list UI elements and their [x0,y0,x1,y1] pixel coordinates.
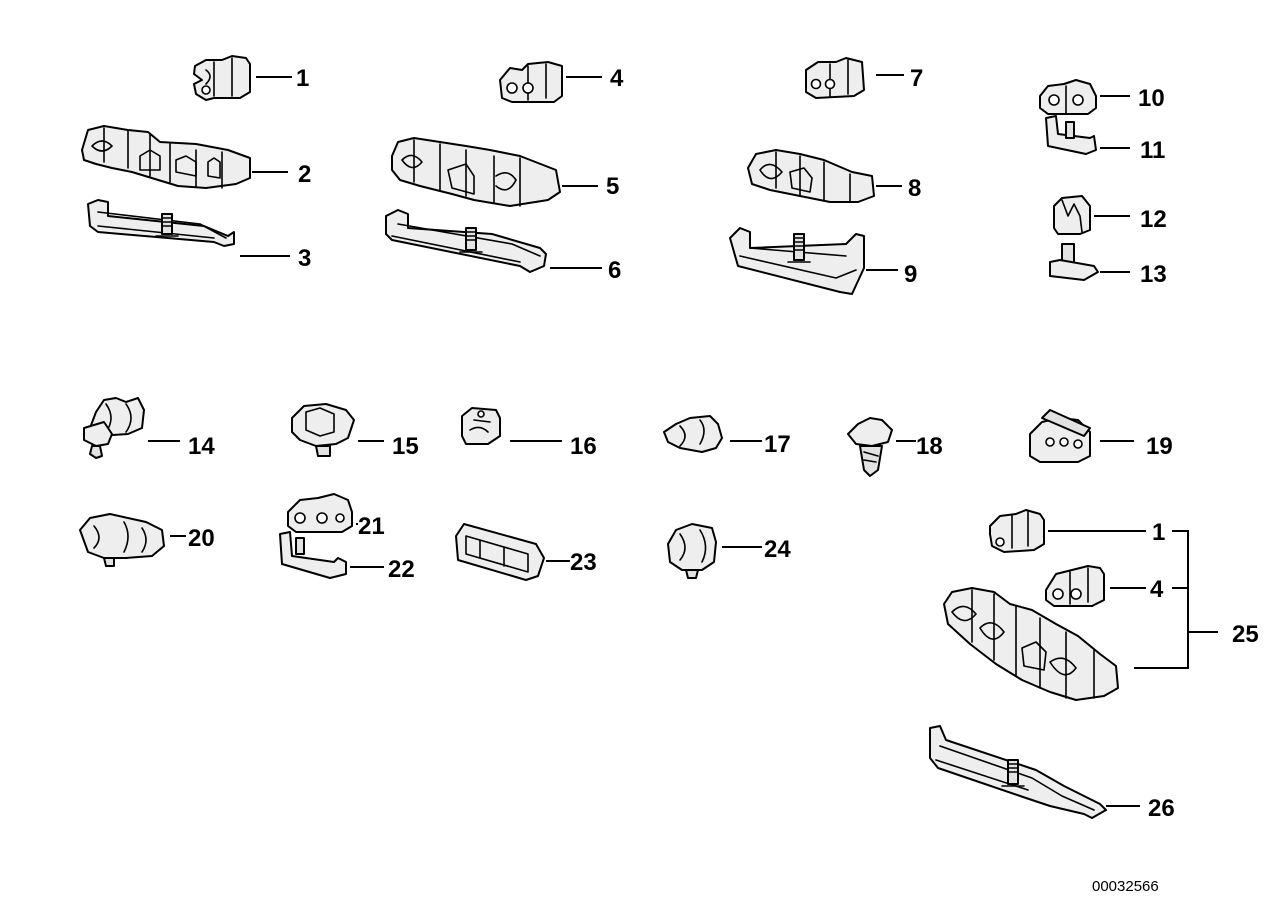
callout-15[interactable]: 15 [392,433,419,460]
part-6-base-plate[interactable] [385,209,547,273]
callout-25[interactable]: 25 [1232,621,1259,648]
part-4-double-clip[interactable] [499,61,563,103]
part-26-base-plate[interactable] [929,725,1107,819]
callout-21[interactable]: 21 [358,513,385,540]
callout-1[interactable]: 1 [296,65,309,92]
document-number: 00032566 [1092,878,1159,895]
part-1b-small-clip[interactable] [989,509,1045,553]
leader-lines [148,74,1218,807]
callout-4b[interactable]: 4 [1150,576,1164,603]
callout-labels: 1 2 3 4 5 6 7 8 9 10 11 12 13 14 15 16 1… [188,65,1259,822]
part-19-hinged-clip[interactable] [1029,409,1091,463]
part-11-bracket-base[interactable] [1045,115,1097,155]
callout-24[interactable]: 24 [764,536,791,563]
part-5-clip-holder[interactable] [391,137,561,207]
callout-2[interactable]: 2 [298,161,311,188]
callout-14[interactable]: 14 [188,433,215,460]
callout-4[interactable]: 4 [610,65,624,92]
callout-18[interactable]: 18 [916,433,943,460]
part-1-small-clip[interactable] [193,55,251,101]
part-16-cube-clip[interactable] [461,407,501,445]
callout-20[interactable]: 20 [188,525,215,552]
callout-12[interactable]: 12 [1140,206,1167,233]
callout-26[interactable]: 26 [1148,795,1175,822]
callout-19[interactable]: 19 [1146,433,1173,460]
part-23-sleeve[interactable] [455,523,545,581]
part-14-clip-with-push-pin[interactable] [83,397,145,459]
callout-16[interactable]: 16 [570,433,597,460]
part-4b-double-clip[interactable] [1045,565,1105,607]
callout-7[interactable]: 7 [910,65,923,92]
part-17-saddle-clip[interactable] [663,415,723,453]
part-20-double-clip[interactable] [79,513,165,567]
callout-10[interactable]: 10 [1138,85,1165,112]
part-24-clip[interactable] [667,523,717,579]
part-8-clip-holder[interactable] [747,149,875,203]
callout-23[interactable]: 23 [570,549,597,576]
callout-13[interactable]: 13 [1140,261,1167,288]
part-9-base-plate[interactable] [729,227,865,295]
callout-6[interactable]: 6 [608,257,621,284]
part-13-stud[interactable] [1049,243,1099,281]
callout-9[interactable]: 9 [904,261,917,288]
part-2-clip-holder[interactable] [81,125,251,189]
callout-1b[interactable]: 1 [1152,519,1165,546]
callout-5[interactable]: 5 [606,173,619,200]
part-15-clip-with-push-pin[interactable] [291,403,355,457]
part-3-base-plate[interactable] [87,199,235,247]
part-7-double-clip[interactable] [805,57,865,99]
callout-8[interactable]: 8 [908,175,921,202]
callout-22[interactable]: 22 [388,556,415,583]
callout-17[interactable]: 17 [764,431,791,458]
callout-11[interactable]: 11 [1140,137,1165,164]
part-25-clip-holder-kit[interactable] [943,587,1119,701]
part-12-clip-nut[interactable] [1053,195,1091,235]
part-22-bracket-base[interactable] [279,531,347,579]
callout-3[interactable]: 3 [298,245,311,272]
part-21-bracket-clip[interactable] [287,493,353,533]
part-10-bracket-clip[interactable] [1039,79,1097,115]
part-18-push-rivet[interactable] [847,417,893,477]
